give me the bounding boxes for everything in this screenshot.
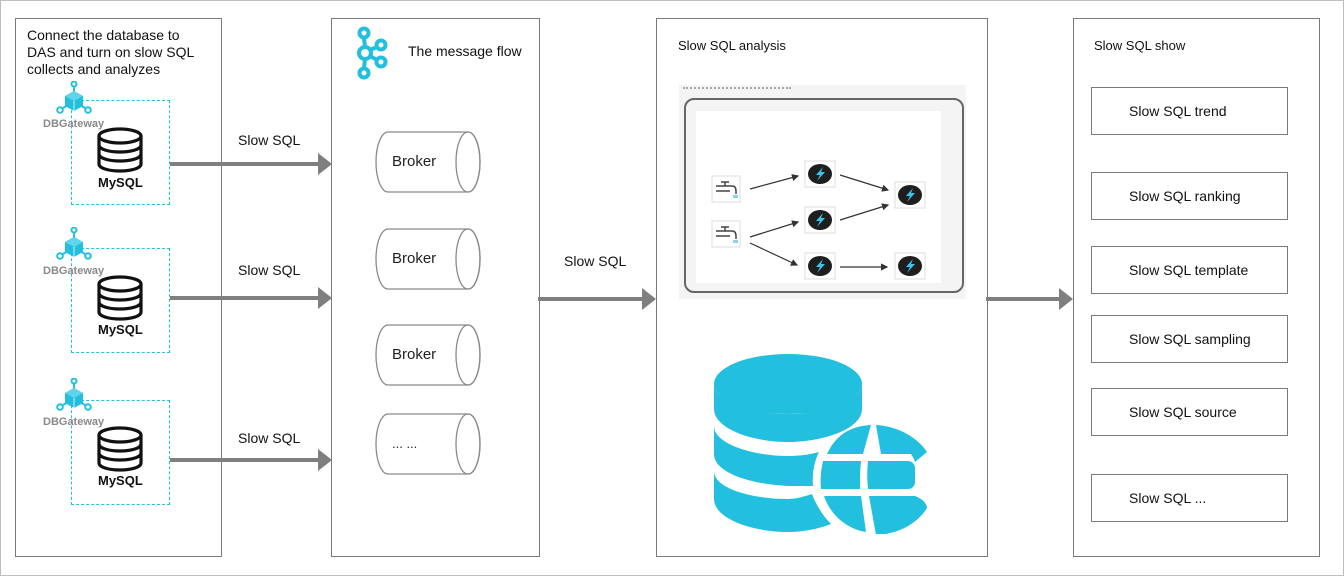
arrow-label: Slow SQL <box>238 262 301 278</box>
show-item-more[interactable]: Slow SQL ... <box>1091 474 1288 522</box>
kafka-icon <box>357 26 388 80</box>
dashed-node-box <box>71 248 170 353</box>
broker-cylinder <box>375 131 481 193</box>
source-panel-title: Connect the database to DAS and turn on … <box>27 27 217 78</box>
broker-node: Broker <box>374 228 482 290</box>
show-item-ranking[interactable]: Slow SQL ranking <box>1091 172 1288 220</box>
broker-label: Broker <box>392 250 437 267</box>
arrow-label: Slow SQL <box>238 430 301 446</box>
show-item-sampling[interactable]: Slow SQL sampling <box>1091 315 1288 363</box>
faucet-icon <box>711 220 741 248</box>
gateway-label: DBGateway <box>43 416 105 428</box>
gateway-icon <box>56 227 92 260</box>
stream-flow-image <box>679 85 966 299</box>
broker-cylinder <box>375 413 481 475</box>
broker-label: ... ... <box>392 436 418 451</box>
broker-label: Broker <box>392 153 437 170</box>
show-item-label: Slow SQL ranking <box>1129 188 1241 204</box>
show-item-template[interactable]: Slow SQL template <box>1091 246 1288 294</box>
show-item-label: Slow SQL template <box>1129 262 1249 278</box>
analysis-panel-title: Slow SQL analysis <box>678 38 786 53</box>
title-line: collects and analyzes <box>27 61 161 77</box>
faucet-icon <box>711 175 741 203</box>
title-line: DAS and turn on slow SQL <box>27 44 195 60</box>
broker-node: Broker <box>374 131 482 193</box>
show-item-label: Slow SQL sampling <box>1129 331 1251 347</box>
bolt-icon <box>894 181 926 209</box>
bolt-icon <box>804 252 836 280</box>
database-icon <box>97 275 143 321</box>
broker-cylinder <box>375 324 481 386</box>
dashed-node-box <box>71 400 170 505</box>
blurred-caption <box>683 87 791 92</box>
show-item-trend[interactable]: Slow SQL trend <box>1091 87 1288 135</box>
broker-node: ... ... <box>374 413 482 475</box>
gateway-label: DBGateway <box>43 118 105 130</box>
flow-graph <box>711 160 926 280</box>
show-item-label: Slow SQL ... <box>1129 490 1207 506</box>
show-item-label: Slow SQL trend <box>1129 103 1227 119</box>
show-item-source[interactable]: Slow SQL source <box>1091 388 1288 436</box>
bolt-icon <box>804 160 836 188</box>
arrow-label: Slow SQL <box>564 253 627 269</box>
gateway-icon <box>56 378 92 411</box>
bolt-icon <box>804 206 836 234</box>
gateway-label: DBGateway <box>43 265 105 277</box>
gateway-icon <box>56 81 92 114</box>
arrow-label: Slow SQL <box>238 132 301 148</box>
mysql-label: MySQL <box>98 175 143 190</box>
message-panel-title: The message flow <box>408 43 522 59</box>
dashed-node-box <box>71 100 170 205</box>
show-panel-title: Slow SQL show <box>1094 38 1186 53</box>
database-icon <box>97 426 143 472</box>
mysql-label: MySQL <box>98 473 143 488</box>
database-globe-icon <box>714 354 927 534</box>
broker-cylinder <box>375 228 481 290</box>
title-line: Connect the database to <box>27 27 180 43</box>
bolt-icon <box>894 252 926 280</box>
show-item-label: Slow SQL source <box>1129 404 1237 420</box>
mysql-label: MySQL <box>98 322 143 337</box>
broker-node: Broker <box>374 324 482 386</box>
broker-label: Broker <box>392 346 437 363</box>
database-icon <box>97 127 143 173</box>
